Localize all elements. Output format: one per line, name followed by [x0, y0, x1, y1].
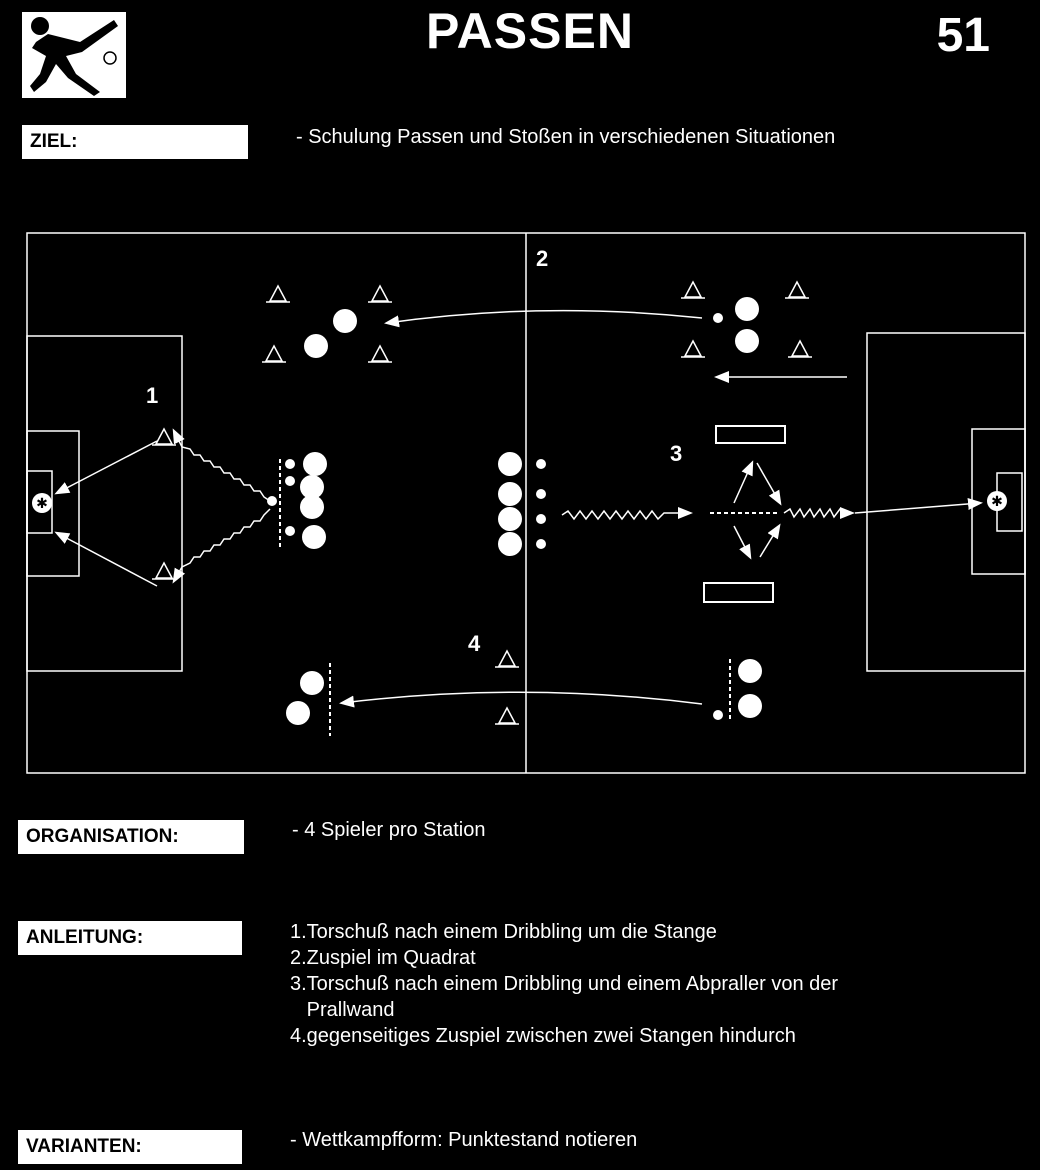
- organisation-text: - 4 Spieler pro Station: [292, 819, 486, 841]
- page-number: 51: [936, 9, 990, 62]
- anleitung-text: 1.Torschuß nach einem Dribbling um die S…: [290, 919, 838, 1049]
- cones: [152, 280, 812, 725]
- training-field-diagram: ✱ ✱ 1 2 3 4: [26, 232, 1026, 774]
- page-title: PASSEN: [426, 3, 634, 59]
- anleitung-line-4: 4.gegenseitiges Zuspiel zwischen zwei St…: [290, 1025, 796, 1047]
- anleitung-line-2: 2.Zuspiel im Quadrat: [290, 947, 476, 969]
- station-label-2: 2: [536, 246, 548, 271]
- varianten-label: VARIANTEN:: [18, 1130, 242, 1164]
- svg-text:✱: ✱: [991, 494, 1003, 510]
- anleitung-line-1: 1.Torschuß nach einem Dribbling um die S…: [290, 921, 717, 943]
- soccer-logo: [22, 12, 126, 98]
- goal-target-right: ✱: [987, 491, 1007, 511]
- anleitung-line-3b: Prallwand: [290, 999, 395, 1021]
- soccer-player-kicking-icon: [30, 17, 118, 96]
- station-label-3: 3: [670, 441, 682, 466]
- ziel-text: - Schulung Passen und Stoßen in verschie…: [296, 126, 836, 148]
- left-goal: [26, 470, 53, 534]
- anleitung-line-3: 3.Torschuß nach einem Dribbling und eine…: [290, 973, 839, 995]
- players: [286, 297, 762, 725]
- organisation-label: ORGANISATION:: [18, 820, 244, 854]
- varianten-text: - Wettkampfform: Punktestand notieren: [290, 1129, 638, 1151]
- anleitung-label: ANLEITUNG:: [18, 921, 242, 955]
- rebound-walls: [703, 425, 786, 603]
- station-label-4: 4: [468, 631, 481, 656]
- svg-text:✱: ✱: [36, 496, 48, 512]
- balls: [267, 313, 723, 720]
- ziel-label: ZIEL:: [22, 125, 248, 159]
- station-label-1: 1: [146, 383, 158, 408]
- goal-target-left: ✱: [32, 493, 52, 513]
